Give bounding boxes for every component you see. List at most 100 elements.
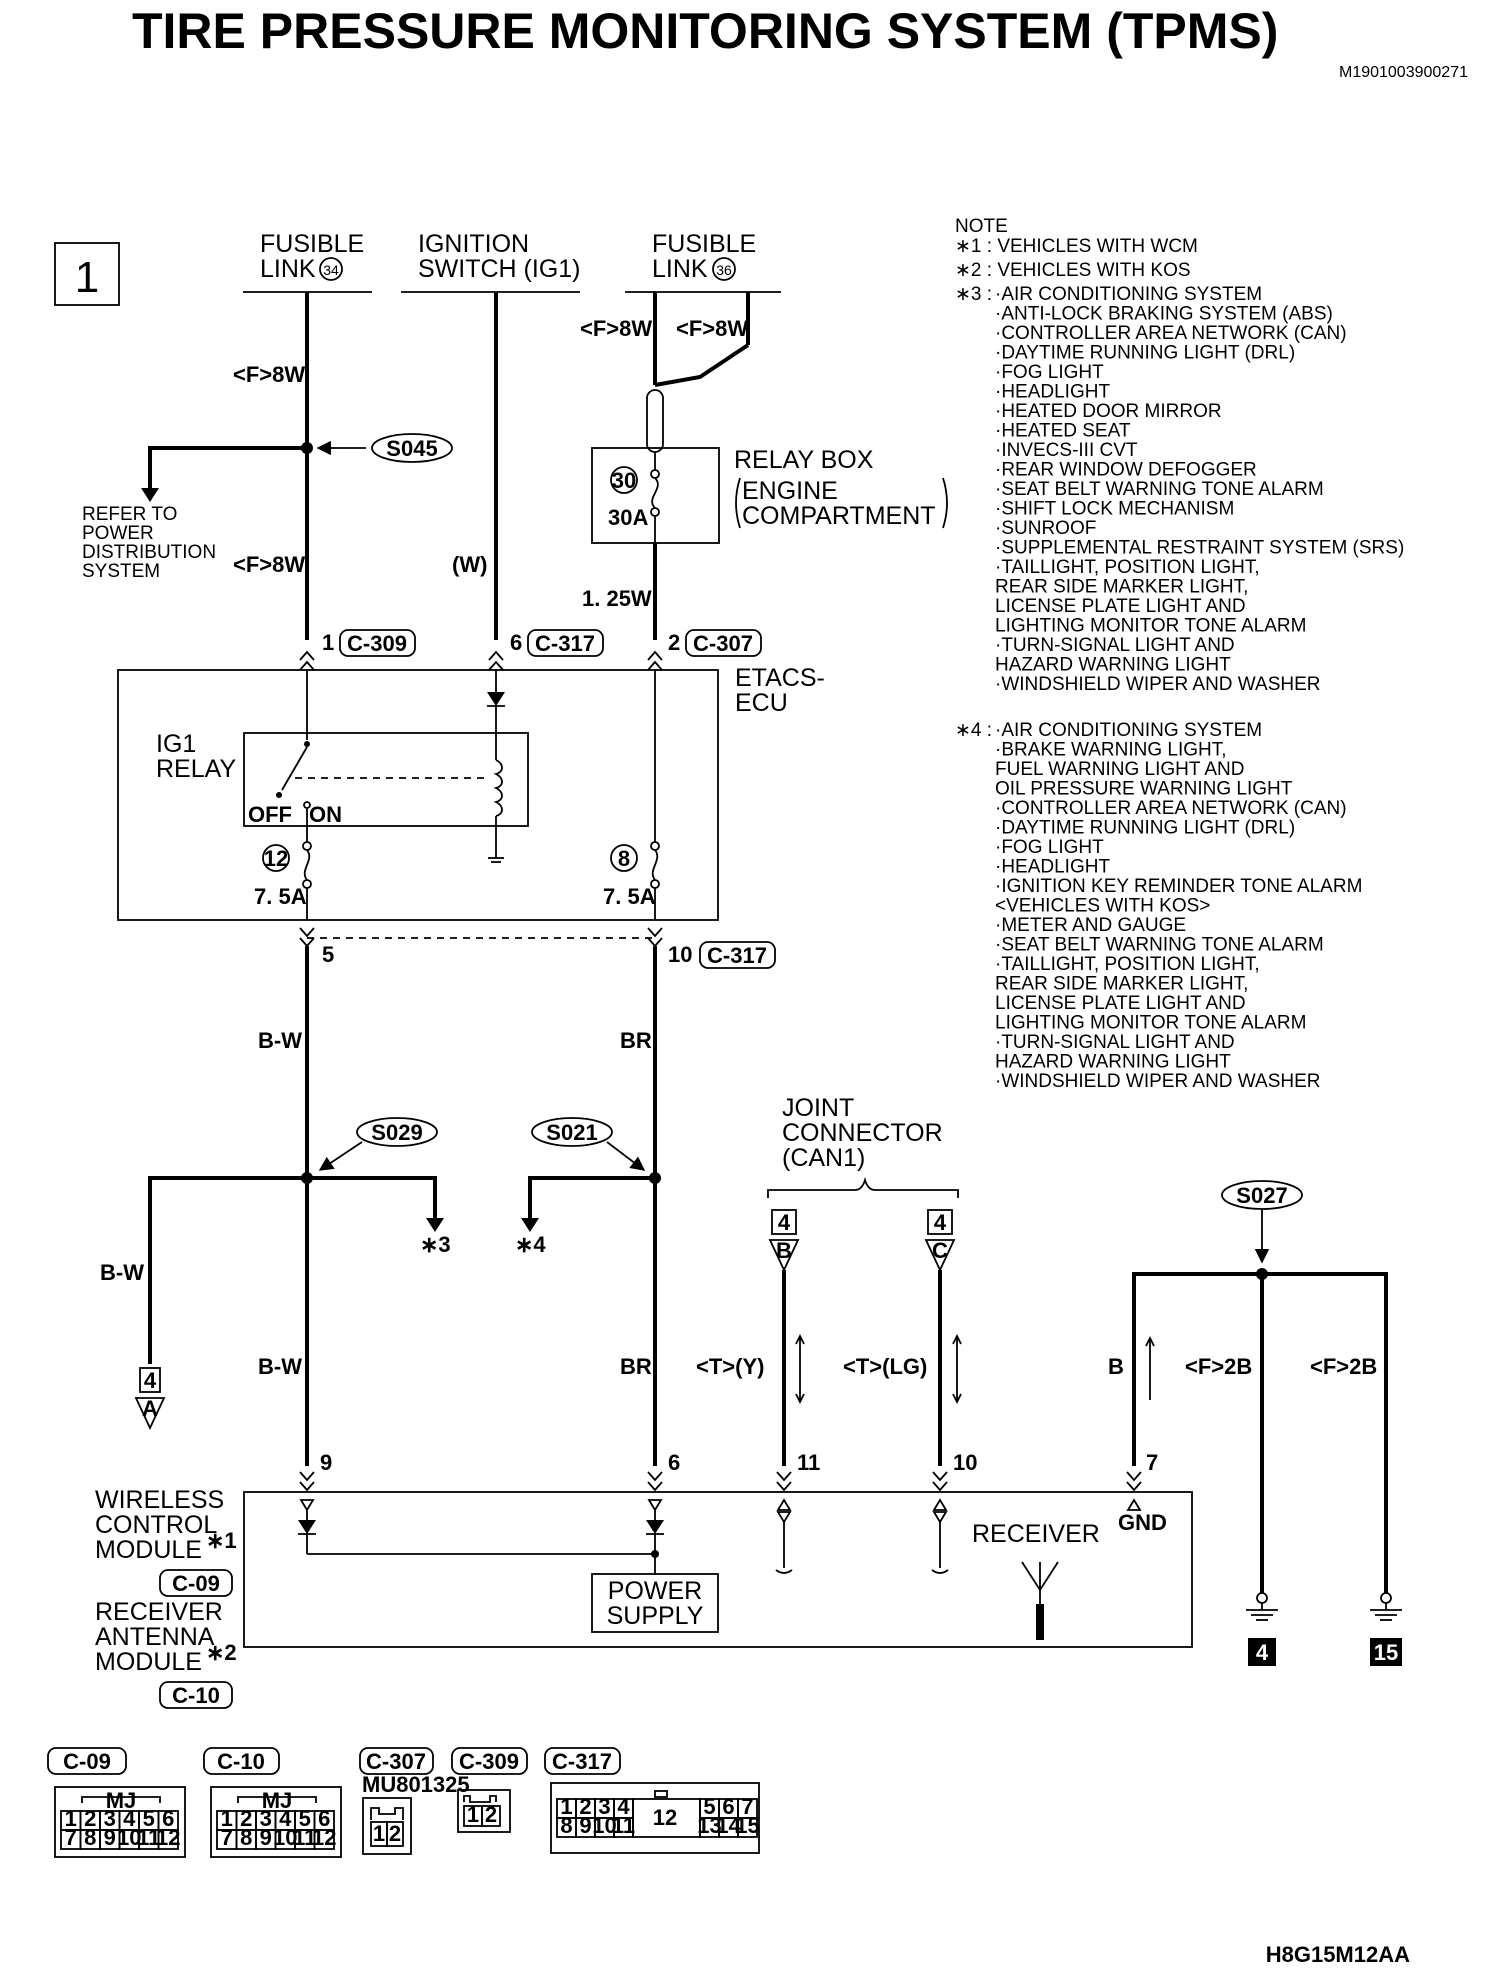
note-line: ·WINDSHIELD WIPER AND WASHER [995,674,1321,695]
svg-text:8: 8 [618,846,630,871]
svg-text:4: 4 [778,1210,791,1235]
relay-switch-arm [281,746,308,791]
svg-text:C: C [932,1238,948,1263]
svg-text:C-317: C-317 [552,1749,612,1774]
note-line: ·AIR CONDITIONING SYSTEM [995,720,1262,741]
svg-text:11: 11 [797,1450,820,1475]
etacs-top-pins: 1 C-309 6 C-317 2 C-307 [322,629,762,657]
note-line: ·SEAT BELT WARNING TONE ALARM [995,935,1324,956]
svg-text:4: 4 [144,1368,157,1393]
svg-text:1: 1 [373,1821,385,1846]
svg-text:2: 2 [485,1802,497,1827]
svg-text:∗2: ∗2 [206,1640,237,1665]
note-line: ·REAR WINDOW DEFOGGER [995,460,1257,481]
connector-pin: 1 [221,1806,233,1831]
connector-pin: 6 [162,1806,174,1831]
fusible-link-34: FUSIBLE LINK 34 [243,230,372,293]
connector-pin: 8 [240,1825,252,1850]
notes: NOTE ∗1 : VEHICLES WITH WCM ∗2 : VEHICLE… [955,216,1404,1092]
power-supply-box [591,1573,719,1633]
connector-pin: 3 [260,1806,272,1831]
note-line: ·IGNITION KEY REMINDER TONE ALARM [995,876,1362,897]
svg-text:C-309: C-309 [459,1749,519,1774]
svg-text:4: 4 [934,1210,947,1235]
note-line: ·ANTI-LOCK BRAKING SYSTEM (ABS) [995,304,1333,325]
svg-text:C-309: C-309 [347,631,407,656]
connector-pin: 4 [123,1806,136,1831]
svg-text:7. 5A: 7. 5A [603,884,656,909]
svg-text:12: 12 [653,1805,677,1830]
svg-text:MJ: MJ [106,1788,137,1813]
svg-text:10: 10 [953,1450,977,1475]
svg-text:BR: BR [620,1028,652,1053]
svg-text:FUSIBLE: FUSIBLE [652,230,756,258]
note-line: ·HEADLIGHT [995,857,1110,878]
joint-connector-b: 4 B [768,1209,800,1273]
connector-pin: 11 [612,1813,635,1838]
wire-label-relay-out: 1. 25W [582,586,652,611]
ignition-switch-ig1: IGNITION SWITCH (IG1) [401,230,581,293]
note-line: ·DAYTIME RUNNING LIGHT (DRL) [995,343,1295,364]
connector-pin: 2 [84,1806,96,1831]
gnd-label: GND [1118,1510,1167,1535]
svg-text:B-W: B-W [100,1260,144,1285]
ref-star3: ∗3 [420,1232,451,1257]
page-number: 1 [75,253,99,302]
note-line: ·INVECS-III CVT [995,440,1138,461]
svg-text:C-10: C-10 [172,1683,220,1708]
note-line: ·METER AND GAUGE [995,915,1186,936]
svg-text:2: 2 [389,1821,401,1846]
svg-text:IG1: IG1 [156,730,196,758]
svg-text:SYSTEM: SYSTEM [82,561,160,582]
connector-pin: 4 [279,1806,292,1831]
tpms-module-box [243,1491,1193,1648]
connector-pin: 8 [560,1813,572,1838]
etacs-ecu-box [117,669,719,921]
svg-text:RELAY: RELAY [156,755,236,783]
doc-id: M1901003900271 [1339,64,1468,81]
svg-text:1: 1 [322,630,334,655]
ground-4: 4 [1246,1592,1278,1666]
svg-text:6: 6 [668,1450,680,1475]
connector-pin: 9 [260,1825,272,1850]
note-line: LIGHTING MONITOR TONE ALARM [995,1013,1306,1034]
svg-text:CONTROL: CONTROL [95,1511,217,1539]
refer-to-power-distribution: REFER TO POWER DISTRIBUTION SYSTEM [82,504,216,582]
ig1-relay-box [243,732,529,827]
etacs-ecu-label: ETACS- [735,664,825,692]
connector-pin: 4 [617,1794,630,1819]
note-line: LICENSE PLATE LIGHT AND [995,596,1246,617]
connector-pin: 3 [104,1806,116,1831]
splice-s029 [356,1117,438,1147]
note-line: ·SUNROOF [995,518,1096,539]
svg-text:COMPARTMENT: COMPARTMENT [742,502,936,530]
note-line: OIL PRESSURE WARNING LIGHT [995,779,1293,800]
note-line: ·TAILLIGHT, POSITION LIGHT, [995,954,1260,975]
svg-text:A: A [142,1396,158,1421]
note-line: ·HEATED SEAT [995,421,1131,442]
fusible-link-element [646,389,664,453]
ref-star4: ∗4 [515,1232,546,1257]
note-line: ·AIR CONDITIONING SYSTEM [995,284,1262,305]
module-labels: WIRELESS CONTROL MODULE ∗1 C-09 RECEIVER… [95,1486,237,1709]
splice-s021 [531,1117,613,1147]
connector-pin: 12 [312,1825,336,1850]
svg-text:10: 10 [668,942,692,967]
svg-text:∗1: ∗1 [206,1528,237,1553]
svg-text:POWER: POWER [608,1577,702,1605]
svg-text:C-317: C-317 [707,943,767,968]
svg-text:1: 1 [467,1802,479,1827]
connector-pin: 5 [299,1806,311,1831]
wire-label-fl34-bottom: <F>8W [233,552,305,577]
svg-text:7. 5A: 7. 5A [254,884,307,909]
svg-text:S027: S027 [1236,1183,1287,1208]
svg-text:IGNITION: IGNITION [418,230,529,258]
svg-text:C-09: C-09 [172,1571,220,1596]
svg-text:ENGINE: ENGINE [742,477,838,505]
note-line: ·TAILLIGHT, POSITION LIGHT, [995,557,1260,578]
svg-text:<T>(Y): <T>(Y) [696,1354,764,1379]
connector-pin: 1 [560,1794,572,1819]
svg-text:RECEIVER: RECEIVER [95,1598,223,1626]
svg-text:FUSIBLE: FUSIBLE [260,230,364,258]
